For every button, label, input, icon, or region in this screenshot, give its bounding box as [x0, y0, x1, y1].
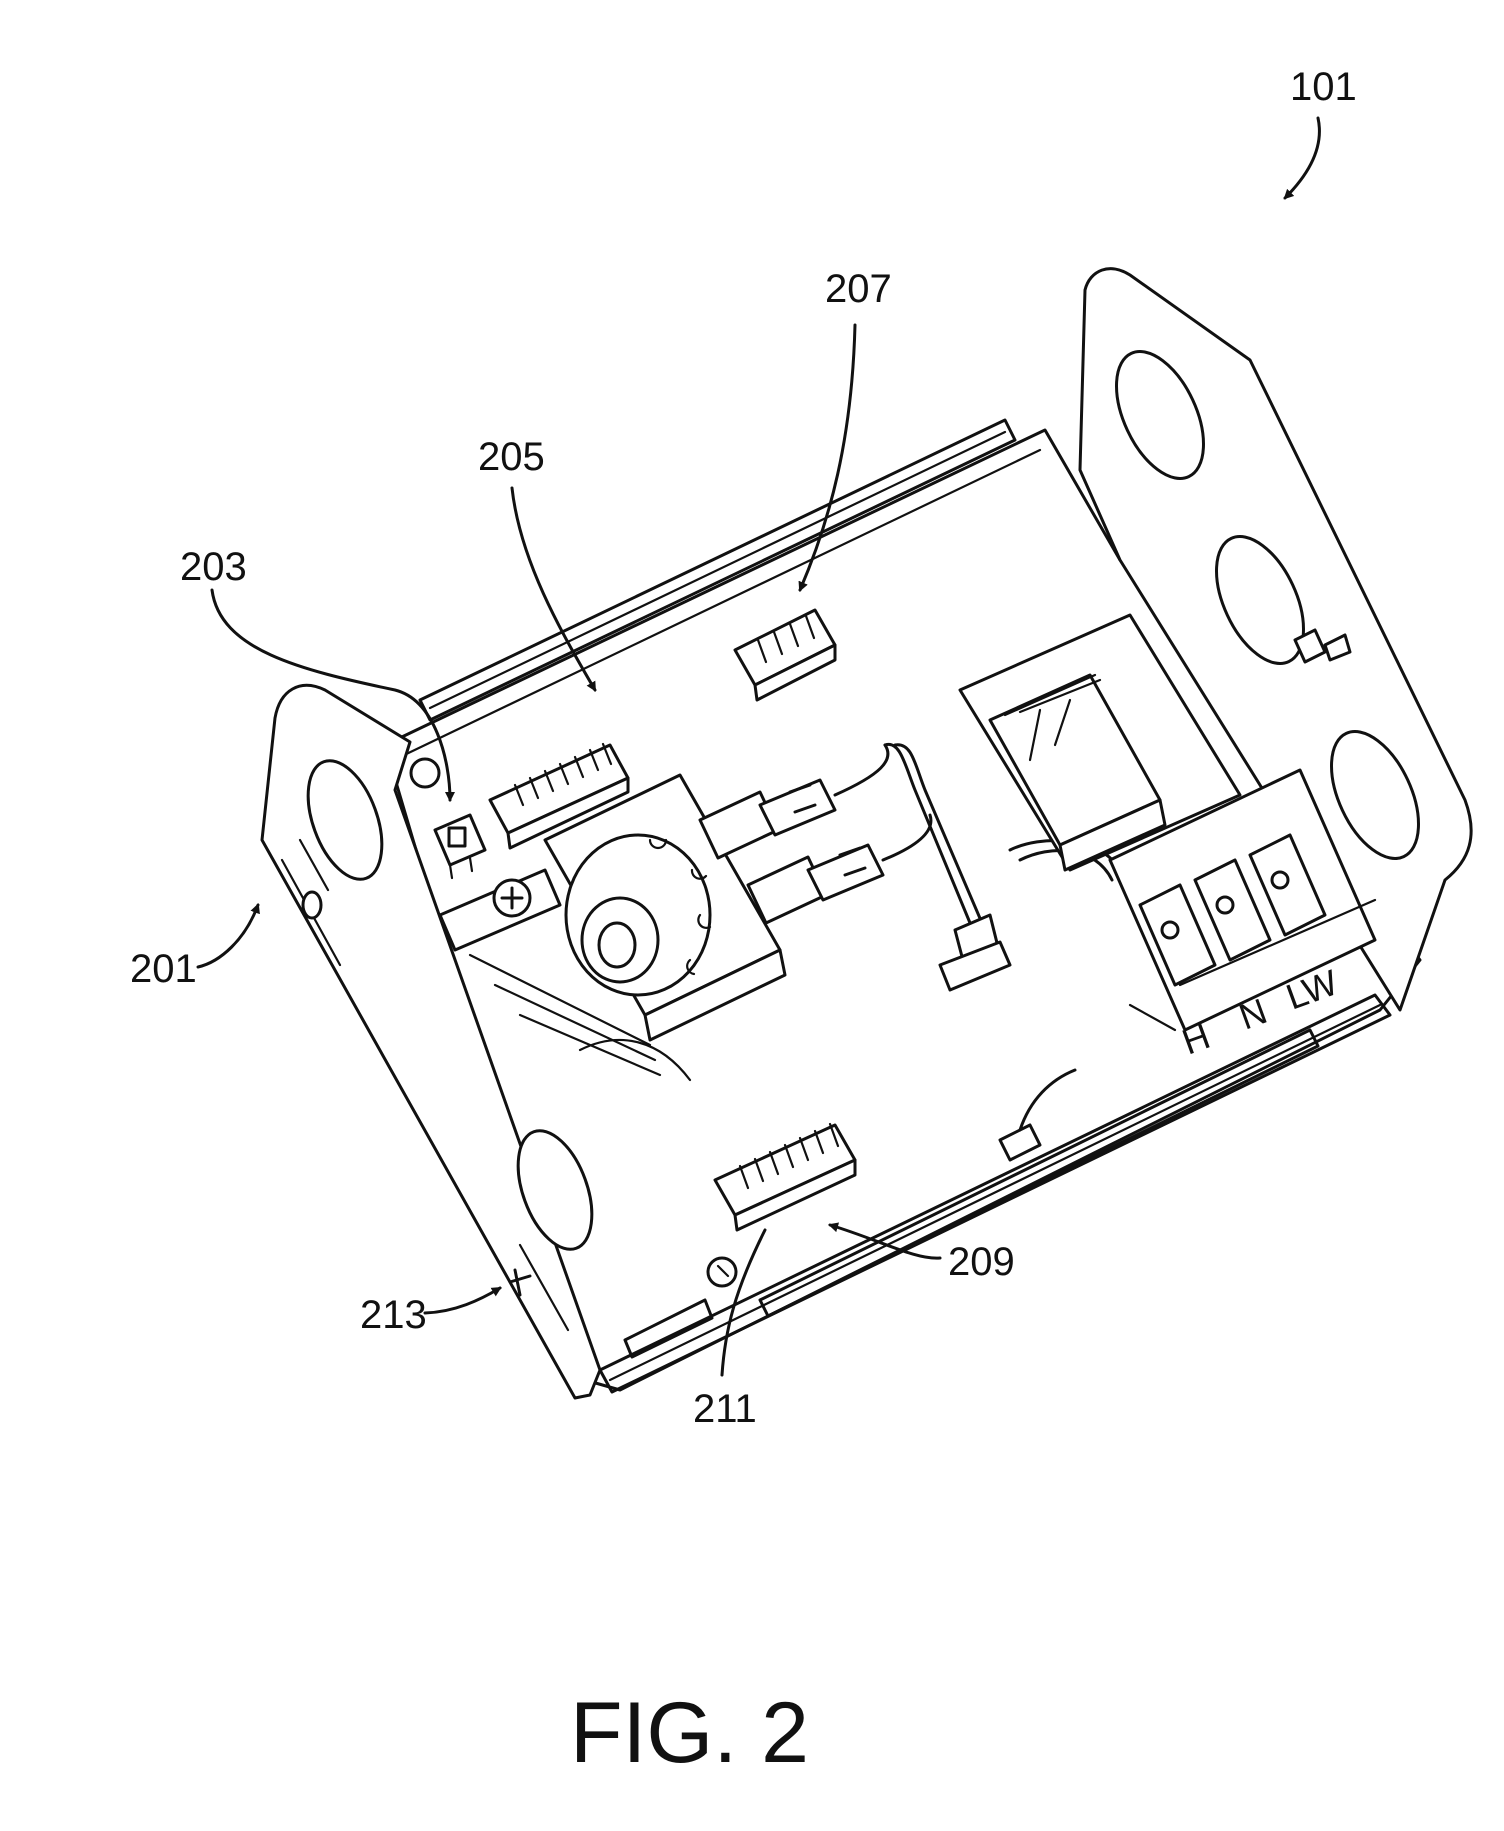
ref-211: 211 [693, 1387, 757, 1431]
ref-207: 207 [825, 267, 892, 311]
leader-205 [510, 486, 597, 692]
lighting-control-device-drawing [260, 267, 1473, 1400]
leader-201 [196, 903, 260, 969]
ref-213: 213 [360, 1293, 427, 1337]
leader-213 [423, 1286, 502, 1315]
terminal-label-neutral: N [1234, 990, 1272, 1037]
leader-211 [720, 1228, 767, 1377]
dip-switch-207 [733, 608, 837, 702]
wire-connectors [698, 742, 1122, 992]
leader-207 [798, 323, 857, 592]
leader-203 [210, 588, 455, 802]
transformer [958, 613, 1242, 872]
reference-numerals: 101 207 205 203 201 209 213 211 [130, 65, 1357, 1431]
figure-caption: FIG. 2 [570, 1685, 809, 1781]
potentiometer-module [438, 773, 787, 1082]
ref-201: 201 [130, 947, 197, 991]
terminal-label-hot: H [1177, 1015, 1215, 1062]
ref-203: 203 [180, 545, 247, 589]
leader-209 [828, 1222, 942, 1260]
leader-lines [196, 116, 1321, 1377]
ref-209: 209 [948, 1240, 1015, 1284]
dip-switch-205 [488, 742, 630, 850]
ref-101: 101 [1290, 65, 1357, 109]
dip-switch-209 [713, 1122, 857, 1232]
ref-205: 205 [478, 435, 545, 479]
leader-101 [1283, 116, 1321, 200]
terminal-block [1108, 768, 1377, 1032]
